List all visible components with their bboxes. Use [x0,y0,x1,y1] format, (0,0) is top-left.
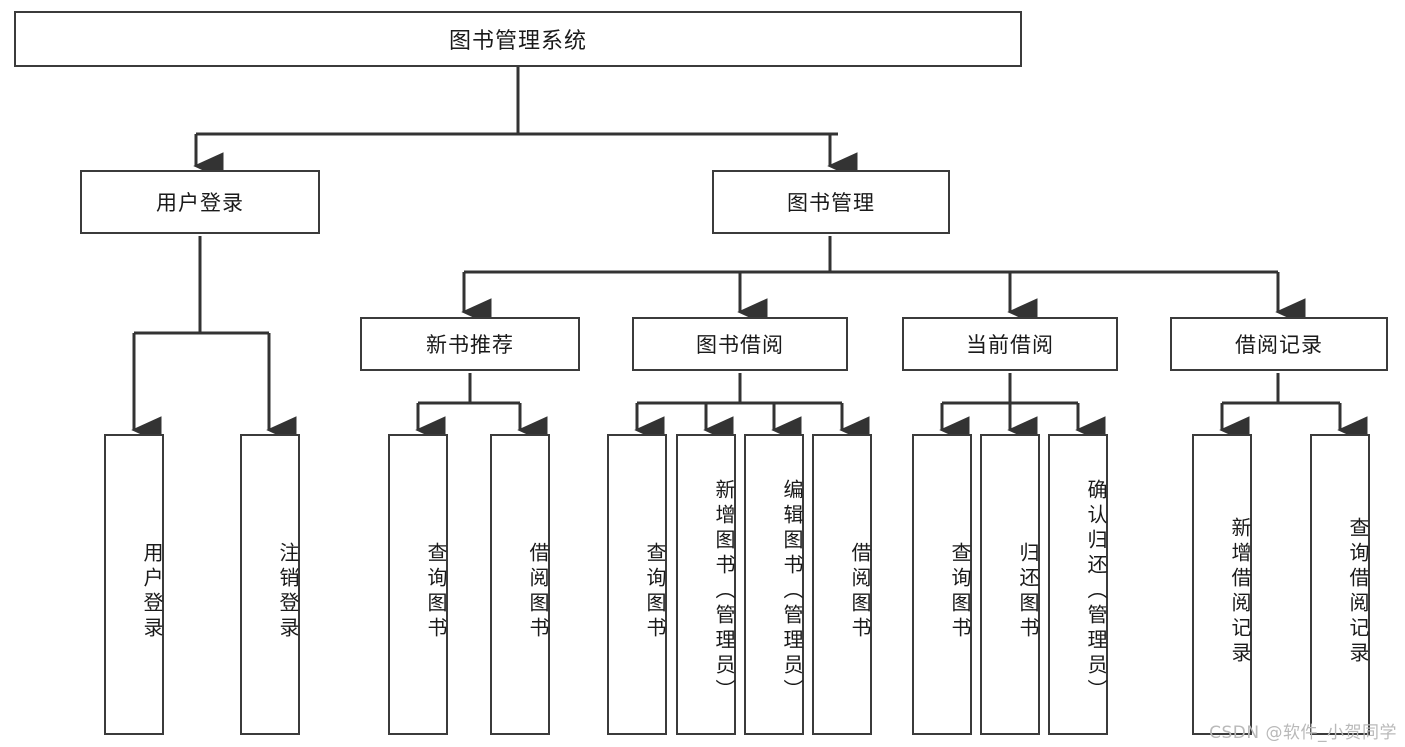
node-new-book-recommend[interactable]: 新书推荐 [360,317,580,371]
node-current-borrow[interactable]: 当前借阅 [902,317,1118,371]
node-book-manage[interactable]: 图书管理 [712,170,950,234]
leaf-label: 确认归还（管理员） [1084,479,1108,704]
leaf-confirm-return-admin[interactable]: 确认归还（管理员） [1048,434,1108,735]
leaf-logout[interactable]: 注销登录 [240,434,300,735]
leaf-edit-book-admin[interactable]: 编辑图书（管理员） [744,434,804,735]
node-root-system[interactable]: 图书管理系统 [14,11,1022,67]
leaf-borrow-book[interactable]: 借阅图书 [812,434,872,735]
leaf-label: 编辑图书（管理员） [780,479,804,704]
leaf-label: 查询图书 [424,541,448,642]
leaf-user-login[interactable]: 用户登录 [104,434,164,735]
csdn-watermark: CSDN @软件_小贺同学 [1209,723,1397,743]
node-user-login[interactable]: 用户登录 [80,170,320,234]
leaf-label: 用户登录 [140,541,164,642]
node-book-borrow[interactable]: 图书借阅 [632,317,848,371]
leaf-label: 新增图书（管理员） [712,479,736,704]
leaf-label: 归还图书 [1016,541,1040,642]
leaf-query-book-borrow[interactable]: 查询图书 [607,434,667,735]
leaf-query-book-recommend[interactable]: 查询图书 [388,434,448,735]
leaf-add-borrow-record[interactable]: 新增借阅记录 [1192,434,1252,735]
leaf-label: 查询图书 [948,541,972,642]
leaf-label: 注销登录 [276,541,300,642]
leaf-label: 借阅图书 [526,541,550,642]
leaf-borrow-book-recommend[interactable]: 借阅图书 [490,434,550,735]
leaf-query-borrow-record[interactable]: 查询借阅记录 [1310,434,1370,735]
leaf-return-book[interactable]: 归还图书 [980,434,1040,735]
leaf-query-book-current[interactable]: 查询图书 [912,434,972,735]
leaf-label: 查询借阅记录 [1346,516,1370,667]
leaf-label: 查询图书 [643,541,667,642]
node-borrow-record[interactable]: 借阅记录 [1170,317,1388,371]
leaf-label: 新增借阅记录 [1228,516,1252,667]
leaf-label: 借阅图书 [848,541,872,642]
leaf-add-book-admin[interactable]: 新增图书（管理员） [676,434,736,735]
